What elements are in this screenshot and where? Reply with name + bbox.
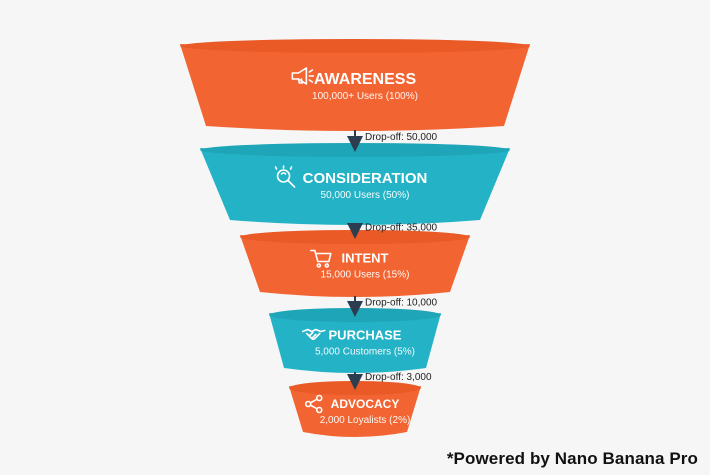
handshake-icon [301,328,326,341]
stage-metric-awareness: 100,000+ Users (100%) [312,91,418,102]
stage-title-purchase: PURCHASE [329,328,402,343]
funnel-band-purchase [269,313,441,373]
stage-metric-advocacy: 2,000 Loyalists (2%) [320,415,411,426]
shopping-cart-icon [310,249,332,268]
funnel-band-cap-purchase [269,308,441,322]
funnel-band-intent [240,235,470,297]
funnel-stage-consideration: CONSIDERATION 50,000 Users (50%) [200,143,510,225]
stage-metric-intent: 15,000 Users (15%) [321,270,410,281]
funnel-stage-purchase: PURCHASE 5,000 Customers (5%) [269,308,441,373]
stage-title-consideration: CONSIDERATION [303,170,428,187]
funnel-stage-awareness: AWARENESS 100,000+ Users (100%) [180,39,530,131]
funnel-stage-intent: INTENT 15,000 Users (15%) [240,230,470,297]
share-icon [304,394,323,414]
stage-metric-purchase: 5,000 Customers (5%) [315,347,415,358]
dropoff-label-2: Drop-off: 35,000 [365,223,438,234]
funnel-stage-advocacy: ADVOCACY 2,000 Loyalists (2%) [289,381,421,437]
powered-by-footer: *Powered by Nano Banana Pro [446,449,698,468]
dropoff-label-4: Drop-off: 3,000 [365,372,432,383]
funnel-band-awareness [180,44,530,131]
stage-title-advocacy: ADVOCACY [331,397,400,411]
magnifier-bulb-icon [274,165,296,188]
funnel-band-consideration [200,148,510,225]
stage-title-awareness: AWARENESS [314,71,417,88]
stage-metric-consideration: 50,000 Users (50%) [321,190,410,201]
dropoff-label-3: Drop-off: 10,000 [365,298,438,309]
dropoff-label-1: Drop-off: 50,000 [365,132,438,143]
megaphone-icon [291,67,315,85]
funnel-band-cap-consideration [200,143,510,157]
stage-title-intent: INTENT [342,251,389,266]
funnel-band-cap-advocacy [289,381,421,395]
funnel-band-cap-awareness [180,39,530,53]
